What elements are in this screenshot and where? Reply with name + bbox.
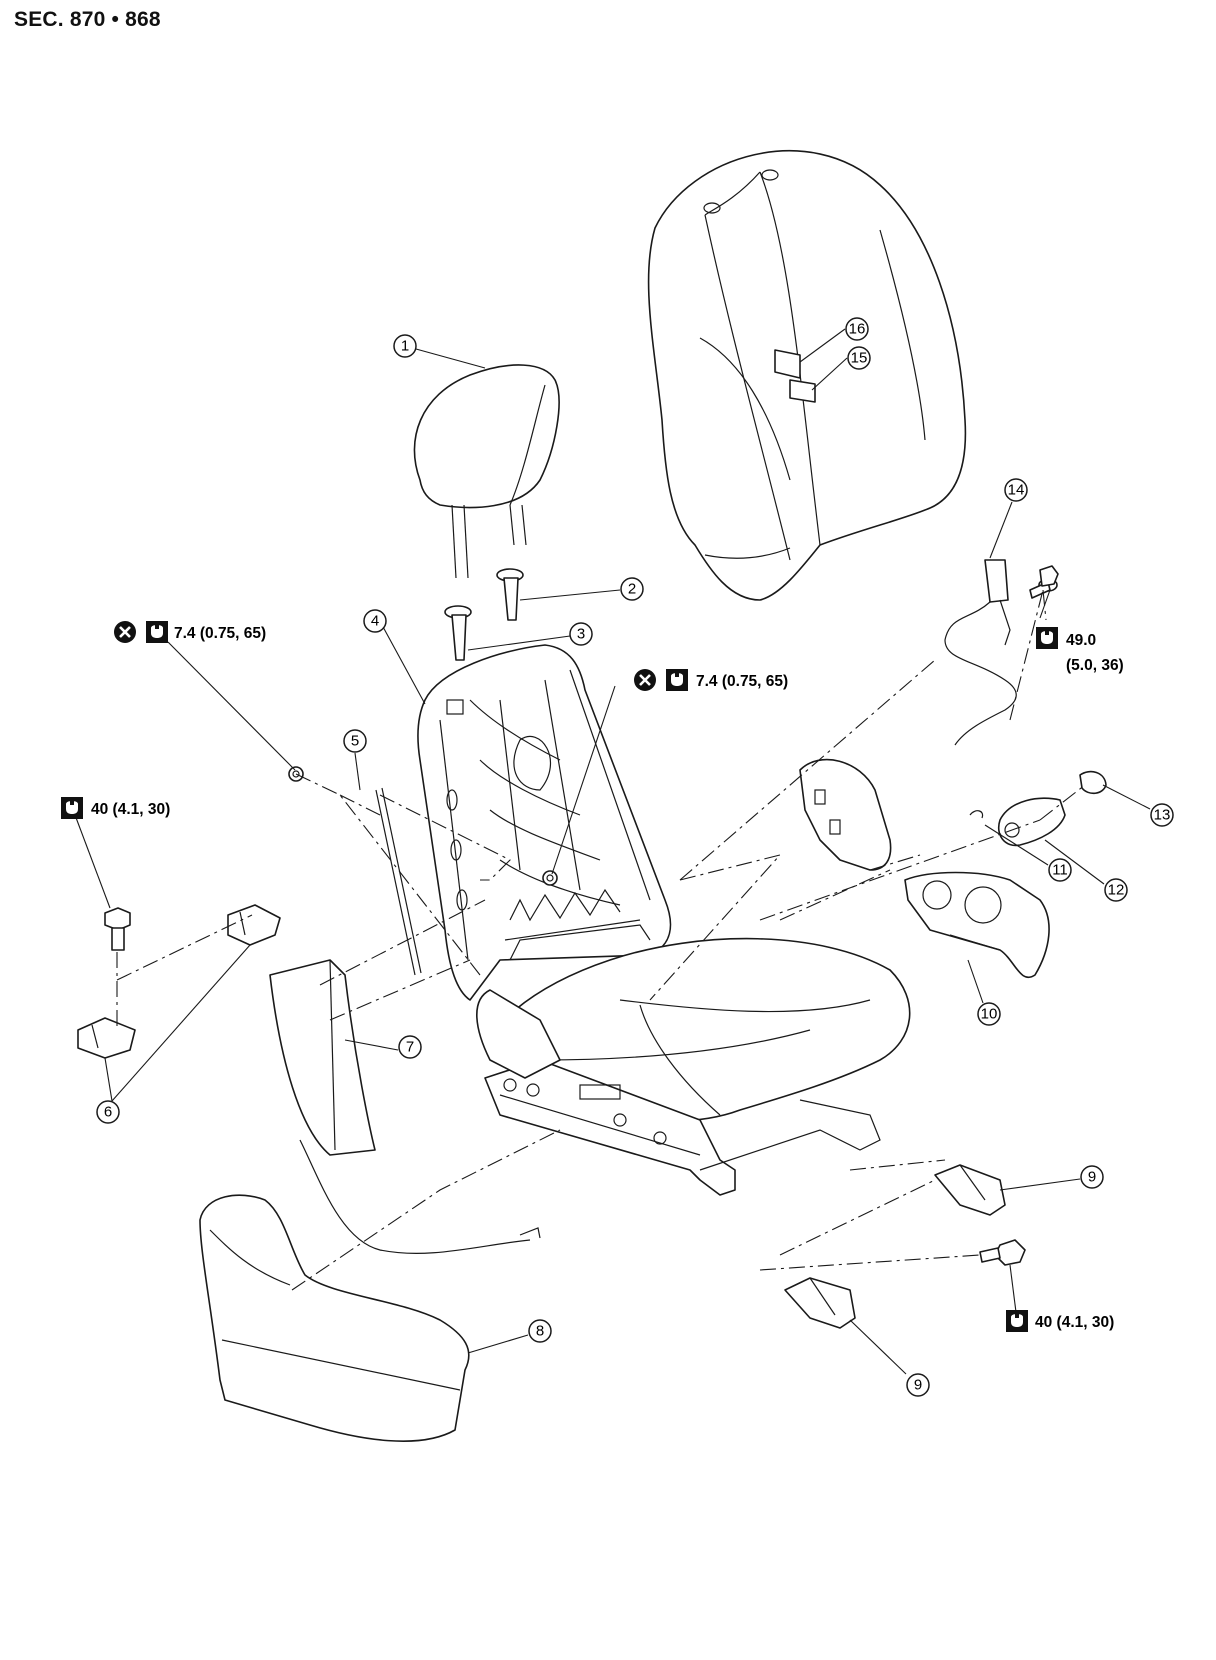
- torque-spec-nut-left: 7.4 (0.75, 65): [114, 621, 266, 643]
- torque-value-belt-bolt-1: 49.0: [1066, 632, 1096, 649]
- torque-spec-rail-bolt-left: 40 (4.1, 30): [61, 797, 170, 819]
- callout-8-label: 8: [536, 1323, 544, 1340]
- rail-bolt-left: [104, 907, 131, 951]
- torque-wrench-icon: [1006, 1310, 1028, 1332]
- callout-16: 16: [845, 317, 869, 341]
- torque-value-nut-left: 7.4 (0.75, 65): [174, 625, 266, 642]
- callout-12-label: 12: [1108, 882, 1125, 899]
- callout-3-label: 3: [577, 626, 585, 643]
- torque-spec-rail-bolt-right: 40 (4.1, 30): [1006, 1310, 1114, 1332]
- callout-7: 7: [398, 1035, 422, 1059]
- callout-4: 4: [363, 609, 387, 633]
- torque-wrench-icon: [146, 621, 168, 643]
- callout-4-label: 4: [371, 613, 379, 630]
- headrest-guides: [444, 568, 524, 661]
- section-header: SEC. 870 • 868: [14, 8, 161, 31]
- assembly-lines: [116, 589, 1086, 1291]
- callout-5: 5: [343, 729, 367, 753]
- callout-13: 13: [1150, 803, 1174, 827]
- callout-12: 12: [1104, 878, 1128, 902]
- callout-5-label: 5: [351, 733, 359, 750]
- x-circle-icon: [114, 621, 136, 643]
- callout-9-upper-label: 9: [1088, 1169, 1096, 1186]
- callout-8: 8: [528, 1319, 552, 1343]
- callout-15: 15: [847, 346, 871, 370]
- torque-value-nut-center: 7.4 (0.75, 65): [696, 673, 788, 690]
- leader-lines: [71, 328, 1151, 1375]
- torque-value-rail-bolt-left: 40 (4.1, 30): [91, 801, 170, 818]
- callout-6-label: 6: [104, 1104, 112, 1121]
- torque-wrench-icon: [61, 797, 83, 819]
- callout-7-label: 7: [406, 1039, 414, 1056]
- callout-13-label: 13: [1154, 807, 1171, 824]
- bracket-upper: [227, 904, 281, 946]
- seat-adjuster: [476, 924, 881, 1196]
- headrest: [413, 364, 560, 579]
- callout-10-label: 10: [981, 1006, 998, 1023]
- callout-3: 3: [569, 622, 593, 646]
- rail-cover-upper: [934, 1164, 1006, 1216]
- inner-bracket: [799, 758, 892, 871]
- callout-2: 2: [620, 577, 644, 601]
- callout-2-label: 2: [628, 581, 636, 598]
- callout-1-label: 1: [401, 338, 409, 355]
- recliner-cover: [904, 871, 1050, 979]
- recline-lever: [969, 770, 1107, 847]
- nut-center: [542, 870, 558, 886]
- side-cover: [269, 959, 541, 1254]
- callout-1: 1: [393, 334, 417, 358]
- callout-11-label: 11: [1052, 862, 1068, 879]
- torque-wrench-icon: [666, 669, 688, 691]
- belt-bolt: [1039, 565, 1059, 587]
- rail-cover-lower: [784, 1277, 856, 1329]
- front-cover: [199, 1194, 470, 1442]
- seat-belt-buckle: [944, 559, 1058, 746]
- torque-wrench-icon: [1036, 627, 1058, 649]
- torque-spec-nut-center: 7.4 (0.75, 65): [634, 669, 788, 691]
- torque-spec-belt-bolt: 49.0 (5.0, 36): [1036, 627, 1124, 674]
- bracket-lower: [77, 1017, 136, 1059]
- callout-11: 11: [1048, 858, 1072, 882]
- callout-10: 10: [977, 1002, 1001, 1026]
- seatback-trim: [647, 150, 967, 601]
- callout-14: 14: [1004, 478, 1028, 502]
- torque-value-belt-bolt-2: (5.0, 36): [1066, 657, 1124, 674]
- callout-15-label: 15: [851, 350, 868, 367]
- callout-14-label: 14: [1008, 482, 1025, 499]
- x-circle-icon: [634, 669, 656, 691]
- torque-value-rail-bolt-right: 40 (4.1, 30): [1035, 1314, 1114, 1331]
- callout-9-lower: 9: [906, 1373, 930, 1397]
- seatback-frame: [417, 644, 672, 1001]
- lumbar-wire: [375, 787, 422, 976]
- callout-6: 6: [96, 1100, 120, 1124]
- callout-9-lower-label: 9: [914, 1377, 922, 1394]
- callout-16-label: 16: [849, 321, 866, 338]
- rail-bolt-right: [979, 1239, 1026, 1266]
- callout-9-upper: 9: [1080, 1165, 1104, 1189]
